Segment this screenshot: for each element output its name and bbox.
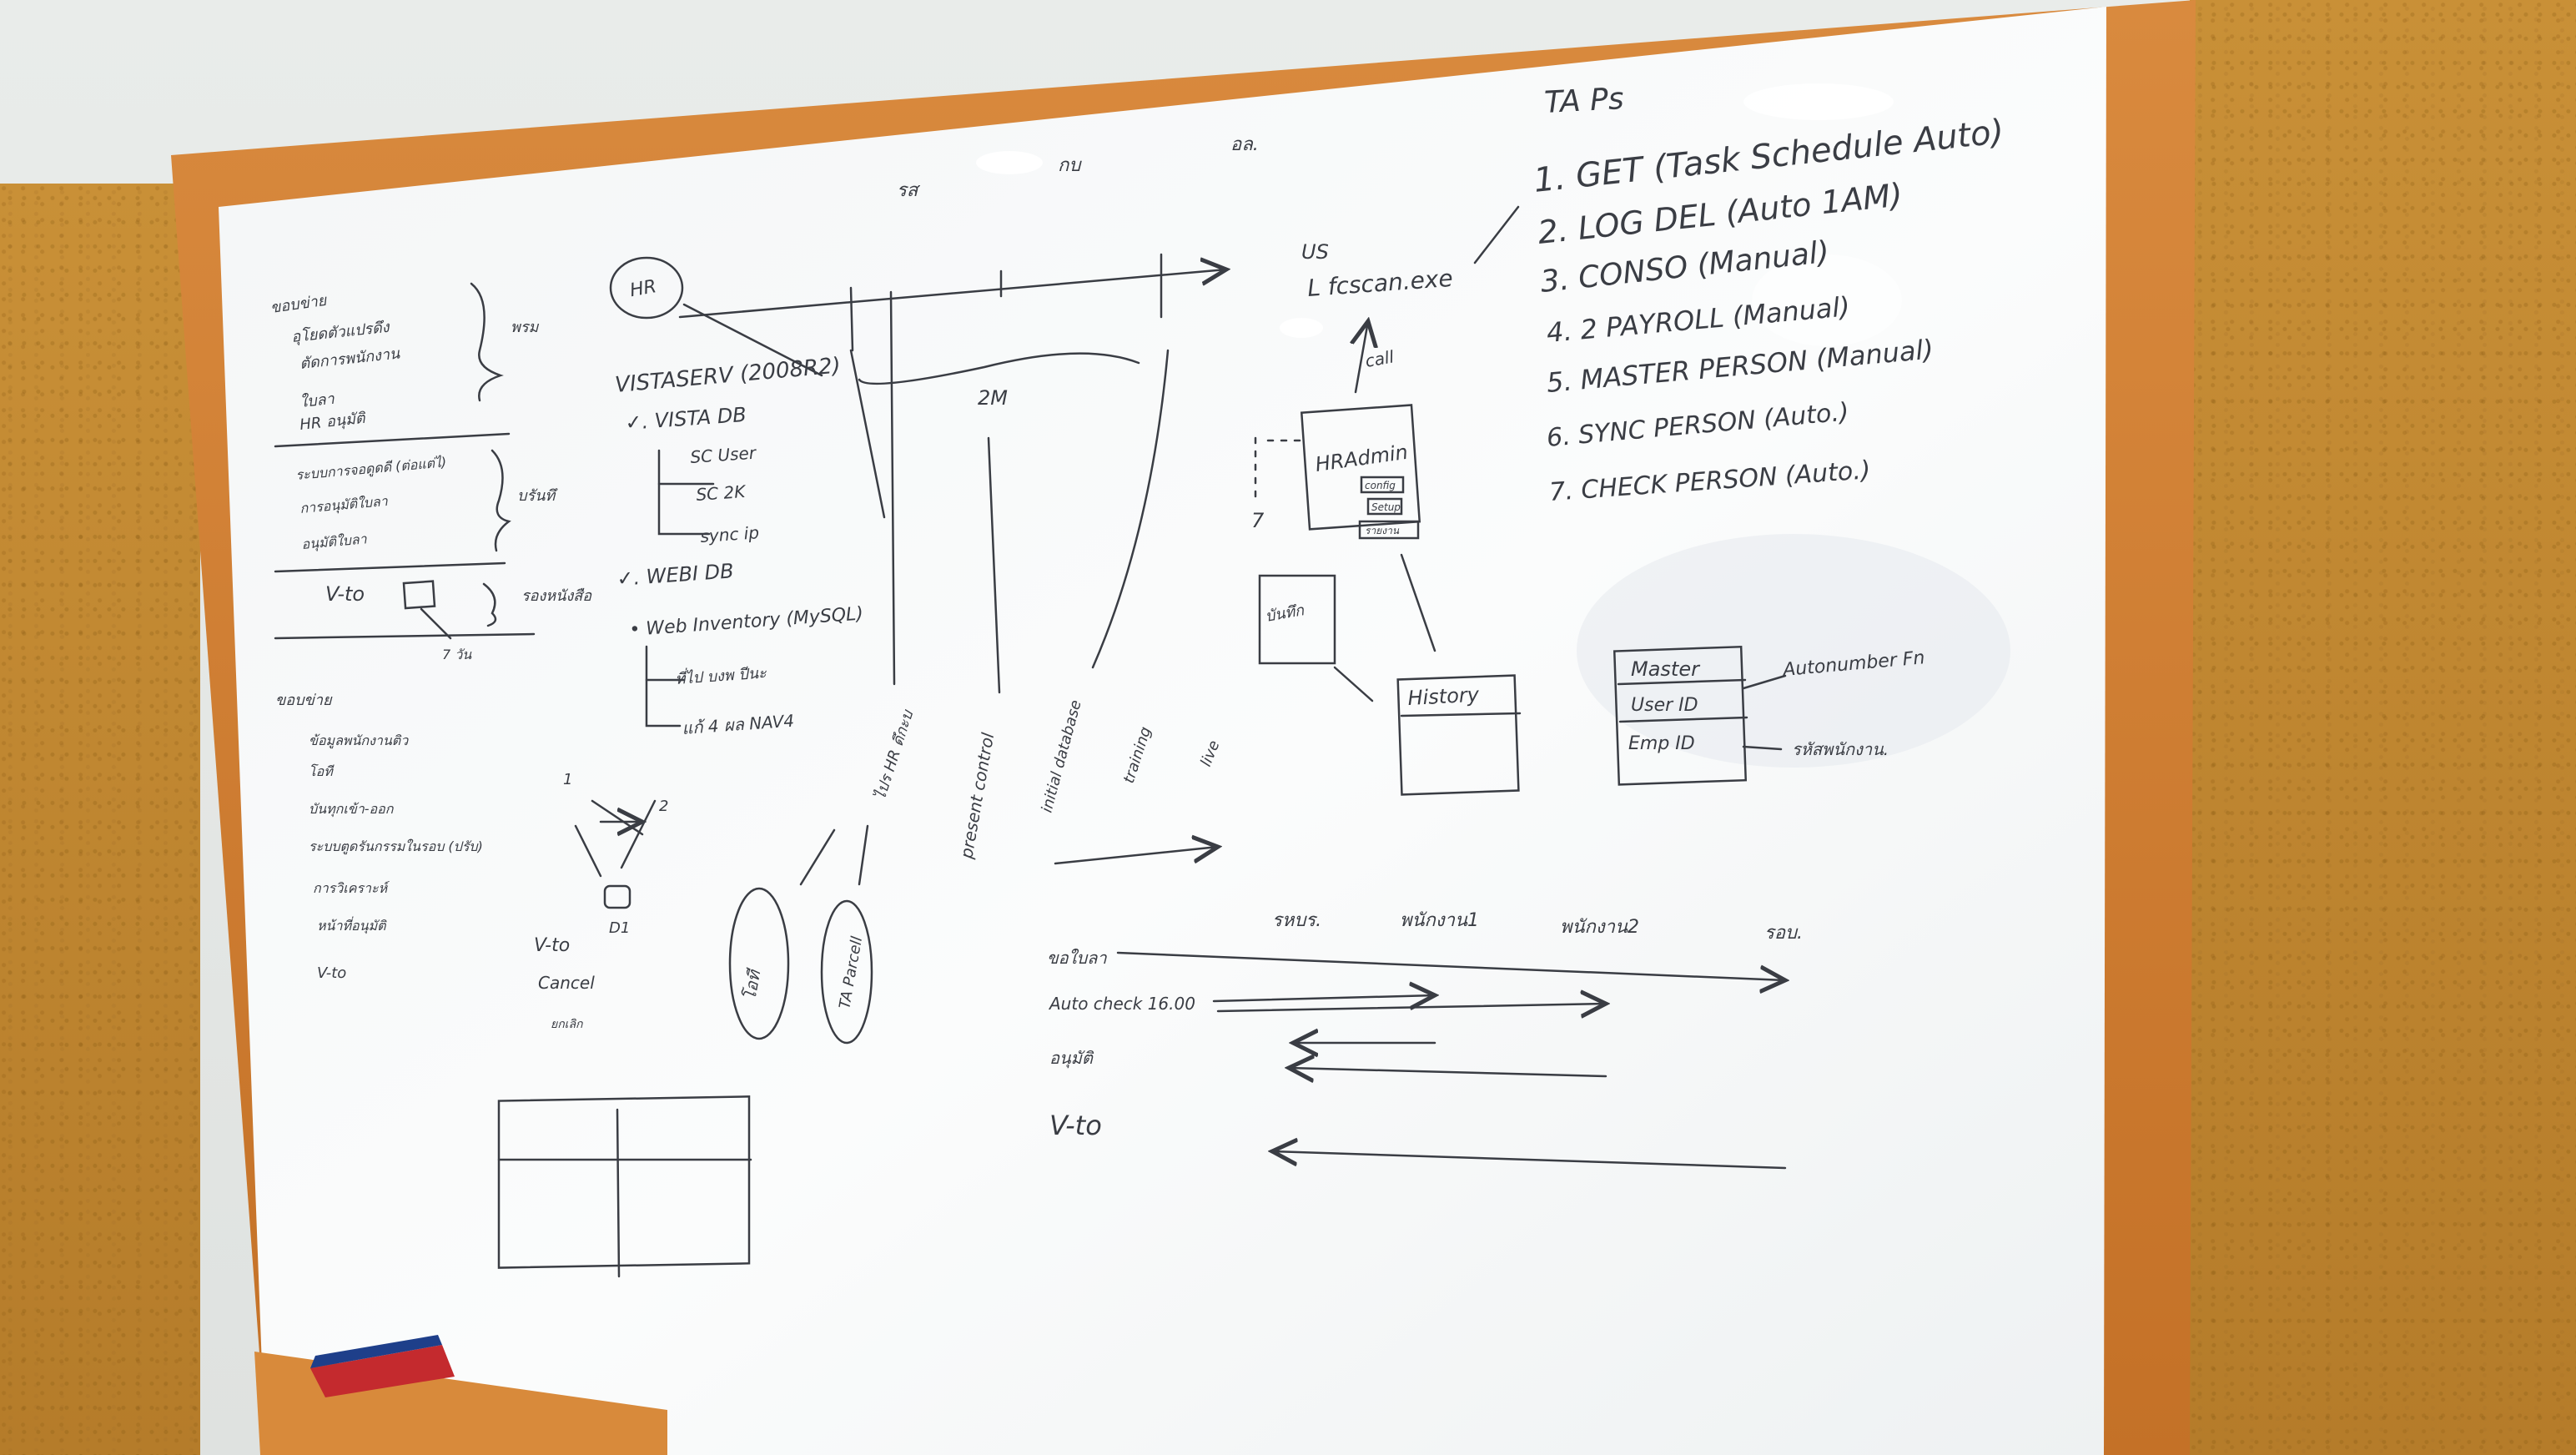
job-box	[1258, 574, 1336, 665]
hradmin-sub-1: config	[1365, 480, 1396, 491]
pcs-label: บรันทึ	[517, 487, 558, 505]
left-item: โอที	[309, 763, 335, 779]
vto-cancel-2: Cancel	[538, 973, 595, 993]
left-item: การวิเคราะห์	[313, 880, 390, 896]
history-label: History	[1407, 683, 1481, 710]
timeline-row: ขอใบลา	[1047, 948, 1107, 968]
network-db: D1	[609, 919, 630, 937]
master-table	[1613, 645, 1748, 786]
hradmin-sub-3: รายงาน	[1365, 525, 1400, 536]
sc-user-label: SC User	[690, 442, 758, 467]
vto-label: V-to	[325, 582, 365, 606]
left-item: ระบบตูดรันกรรมในรอบ (ปรับ)	[309, 838, 483, 855]
light-glare	[1752, 254, 1902, 346]
sc-2k-label: SC 2K	[696, 481, 747, 505]
two-m-label: 2M	[978, 386, 1008, 410]
us-label: US	[1301, 240, 1329, 264]
hradmin-side-7: 7	[1251, 509, 1265, 532]
left-item: หน้าที่อนุมัติ	[317, 916, 388, 934]
timeline-row: Auto check 16.00	[1048, 994, 1195, 1014]
top-note-ol: อล.	[1230, 134, 1259, 155]
cork-board-left	[0, 184, 200, 1455]
history-table	[1396, 674, 1520, 796]
emp-id-note: รหัสพนักงาน.	[1792, 739, 1889, 759]
cork-board-right	[2190, 0, 2576, 1455]
vto-cancel-3: ยกเลิก	[551, 1018, 584, 1031]
light-glare	[976, 151, 1043, 174]
empty-table	[497, 1095, 751, 1269]
oval-ot	[728, 887, 790, 1040]
top-note-rs: รส	[897, 180, 921, 201]
vto-side-label: รองหนังสือ	[521, 587, 592, 605]
timeline-axis	[678, 269, 1226, 319]
ta-title: TA Ps	[1543, 82, 1624, 120]
light-glare	[1743, 83, 1894, 120]
left-item: ใบลา	[299, 390, 335, 411]
timeline-row: V-to	[1049, 1110, 1102, 1141]
master-row-2: Emp ID	[1628, 733, 1695, 754]
brace-2m	[858, 352, 1140, 385]
network-node-1: 1	[563, 771, 572, 788]
timeline-header: พนักงาน2	[1560, 917, 1639, 938]
timeline-header: รอบ.	[1764, 923, 1803, 944]
sync-ip-label: sync ip	[700, 522, 760, 546]
call-label: call	[1364, 346, 1396, 371]
left-item: V-to	[317, 964, 346, 982]
pms-label: พรม	[511, 319, 540, 336]
light-glare	[1280, 318, 1323, 338]
timeline-row: อนุมัติ	[1049, 1048, 1094, 1069]
master-title: Master	[1631, 657, 1701, 681]
network-node-2: 2	[659, 798, 668, 815]
left-item: ข้อมูลพนักงานติว	[309, 733, 409, 749]
hr-label: HR	[628, 276, 658, 301]
hradmin-sub-2: Setup	[1371, 501, 1401, 513]
vto-cancel-1: V-to	[534, 935, 570, 956]
whiteboard-surface	[219, 7, 2106, 1455]
left-item: บันทุกเข้า-ออก	[309, 801, 395, 818]
hr-circle	[609, 256, 684, 320]
left-bottom-heading: ขอบข่าย	[275, 692, 333, 709]
timeline-header: รหบร.	[1272, 910, 1321, 931]
hradmin-box	[1300, 404, 1421, 531]
top-note-kb: กบ	[1058, 155, 1082, 176]
eraser[interactable]	[310, 1335, 455, 1397]
timeline-header: พนักงาน1	[1400, 910, 1479, 931]
window-reflection	[1577, 534, 2010, 768]
oval-ta-parcell	[820, 899, 873, 1045]
master-row-1: User ID	[1631, 695, 1698, 716]
vto-sub-label: 7 วัน	[442, 647, 472, 662]
